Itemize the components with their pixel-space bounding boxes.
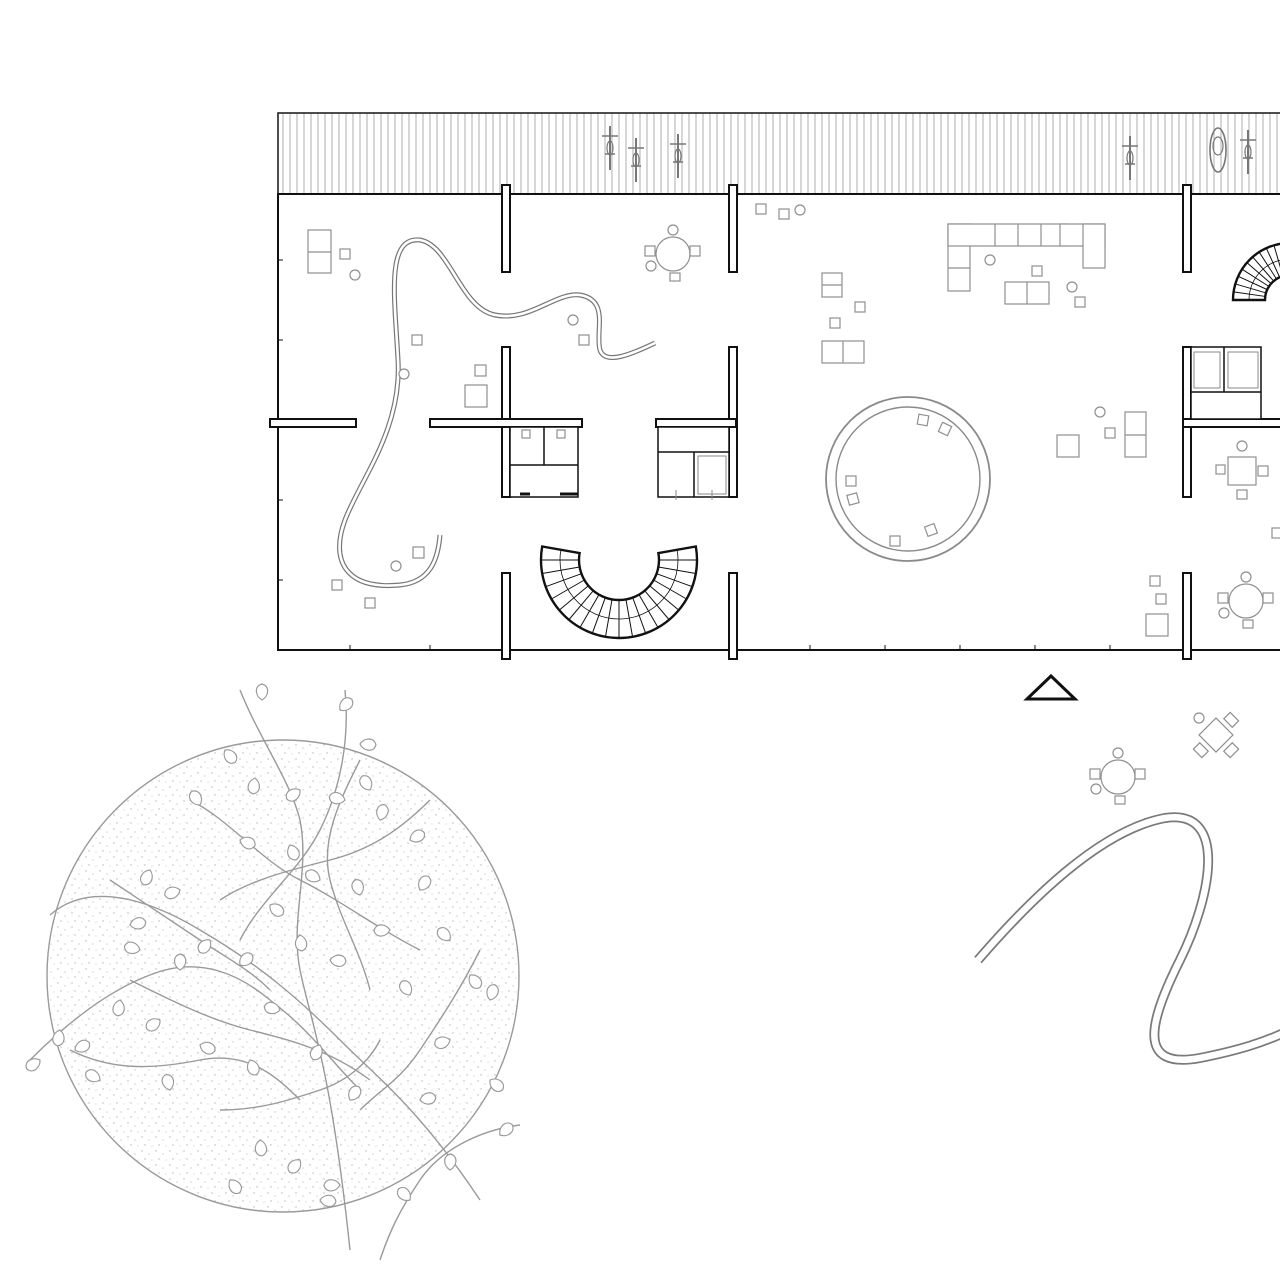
outdoor-seating (1089, 711, 1240, 805)
square-table (1215, 440, 1269, 500)
garden-path (974, 812, 1280, 1065)
main-entrance-marker (1023, 673, 1079, 701)
restroom-cubicles-center (657, 426, 730, 500)
bicycles (601, 125, 1257, 183)
central-round-room (825, 396, 991, 562)
loose-furniture (307, 203, 1280, 637)
spiral-staircase-south (539, 545, 699, 640)
covered-terrace (277, 112, 1280, 195)
large-tree (25, 683, 521, 1261)
spiral-staircase-northeast (1231, 242, 1280, 302)
restroom-cubicles-west (509, 426, 579, 498)
restroom-cubicles-east (1190, 346, 1262, 420)
sofa-group (947, 223, 1106, 308)
interior-partition-walls (269, 184, 1280, 660)
curved-partition (337, 237, 657, 589)
